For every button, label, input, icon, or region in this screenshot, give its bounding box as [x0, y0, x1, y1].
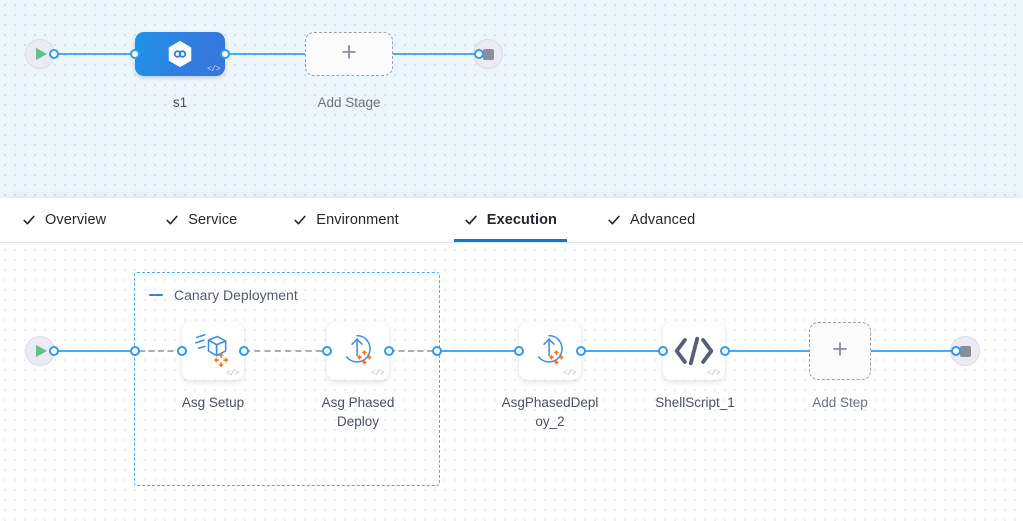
play-icon — [36, 345, 47, 357]
stop-icon — [482, 48, 494, 60]
link-start-to-group — [54, 350, 136, 352]
shellscript-1-code-badge: </> — [707, 369, 720, 378]
asg-phased-deploy-icon — [345, 334, 372, 365]
step-label-line-2: oy_2 — [535, 414, 565, 429]
plus-icon: + — [341, 37, 357, 67]
stage-end-port[interactable] — [474, 49, 484, 59]
tab-overview[interactable]: Overview — [22, 198, 106, 242]
tab-overview-label: Overview — [45, 212, 107, 228]
execution-end-port[interactable] — [951, 346, 961, 356]
check-icon — [166, 215, 178, 225]
play-icon — [36, 48, 47, 60]
step-node-asg-phased-deploy[interactable]: </> — [327, 322, 389, 380]
step-label-asg-setup: Asg Setup — [181, 395, 245, 410]
step-node-shellscript-1[interactable]: </> — [663, 322, 725, 380]
asg-phased-deploy-input-port[interactable] — [322, 346, 332, 356]
asg-phased-deploy-icon — [537, 334, 564, 365]
stage-node-s1[interactable]: </> — [135, 32, 225, 76]
step-label-line-1: AsgPhasedDepl — [501, 395, 599, 410]
link-shellscript-1-to-add-step — [725, 350, 809, 352]
step-label-asg-phased-deploy-2: AsgPhasedDepl oy_2 — [494, 393, 606, 431]
shellscript-1-output-port[interactable] — [720, 346, 730, 356]
stage-code-badge: </> — [207, 65, 220, 74]
tab-environment[interactable]: Environment — [293, 198, 399, 242]
asg-phased-deploy-code-badge: </> — [371, 369, 384, 378]
step-group-header: Canary Deployment — [149, 287, 298, 303]
stage-label-s1: s1 — [172, 95, 188, 110]
add-step-label: Add Step — [812, 395, 868, 410]
link-group-to-asg-phased-deploy-2 — [437, 350, 517, 352]
tab-execution-label: Execution — [486, 212, 557, 228]
link-group-entry-to-asg-setup — [139, 350, 183, 352]
stage-canvas[interactable]: </> s1 + Add Stage — [0, 0, 1023, 198]
link-asg-phased-deploy-2-to-shellscript-1 — [581, 350, 661, 352]
check-icon — [294, 215, 306, 225]
group-entry-port[interactable] — [130, 346, 140, 356]
stop-icon — [959, 345, 971, 357]
execution-steps-canvas[interactable]: Canary Deployment — [0, 243, 1023, 521]
step-group-canary-deployment[interactable]: Canary Deployment — [134, 272, 440, 486]
tab-execution[interactable]: Execution — [453, 198, 568, 242]
shellscript-1-input-port[interactable] — [658, 346, 668, 356]
asg-phased-deploy-2-output-port[interactable] — [576, 346, 586, 356]
tab-service-label: Service — [188, 212, 238, 228]
asg-setup-output-port[interactable] — [239, 346, 249, 356]
s1-output-port[interactable] — [220, 49, 230, 59]
step-label-asg-phased-deploy: Asg Phased Deploy — [321, 395, 395, 429]
step-label-shellscript-1: ShellScript_1 — [655, 395, 735, 410]
asg-phased-deploy-2-code-badge: </> — [563, 369, 576, 378]
asg-setup-code-badge: </> — [226, 369, 239, 378]
minus-icon[interactable] — [149, 293, 163, 297]
link-start-to-s1 — [54, 53, 136, 55]
code-brackets-icon — [674, 336, 714, 366]
add-stage-label: Add Stage — [317, 95, 381, 110]
tab-environment-label: Environment — [316, 212, 399, 228]
step-node-asg-phased-deploy-2[interactable]: </> — [519, 322, 581, 380]
tab-advanced-label: Advanced — [630, 212, 696, 228]
tab-advanced[interactable]: Advanced — [607, 198, 695, 242]
step-group-title: Canary Deployment — [174, 287, 298, 303]
link-s1-to-add-stage — [225, 53, 305, 55]
link-add-stage-to-end — [393, 53, 481, 55]
asg-phased-deploy-output-port[interactable] — [384, 346, 394, 356]
link-asg-phased-deploy-to-group-exit — [389, 350, 433, 352]
group-exit-port[interactable] — [432, 346, 442, 356]
check-icon — [608, 215, 620, 225]
add-step-button[interactable]: + — [809, 322, 871, 380]
harness-hexagon-link-icon — [168, 40, 192, 68]
link-asg-setup-to-asg-phased-deploy — [244, 350, 322, 352]
plus-icon: + — [832, 334, 848, 364]
check-icon — [23, 215, 35, 225]
asg-setup-box-icon — [195, 333, 229, 368]
execution-start-port[interactable] — [49, 346, 59, 356]
s1-input-port[interactable] — [130, 49, 140, 59]
add-stage-button[interactable]: + — [305, 32, 393, 76]
step-node-asg-setup[interactable]: </> — [182, 322, 244, 380]
link-add-step-to-end — [871, 350, 955, 352]
stage-start-port[interactable] — [49, 49, 59, 59]
asg-phased-deploy-2-input-port[interactable] — [514, 346, 524, 356]
stage-config-tabs: Overview Service Environment Execution A — [0, 198, 1023, 243]
check-icon — [465, 215, 477, 225]
asg-setup-input-port[interactable] — [177, 346, 187, 356]
tab-service[interactable]: Service — [165, 198, 237, 242]
